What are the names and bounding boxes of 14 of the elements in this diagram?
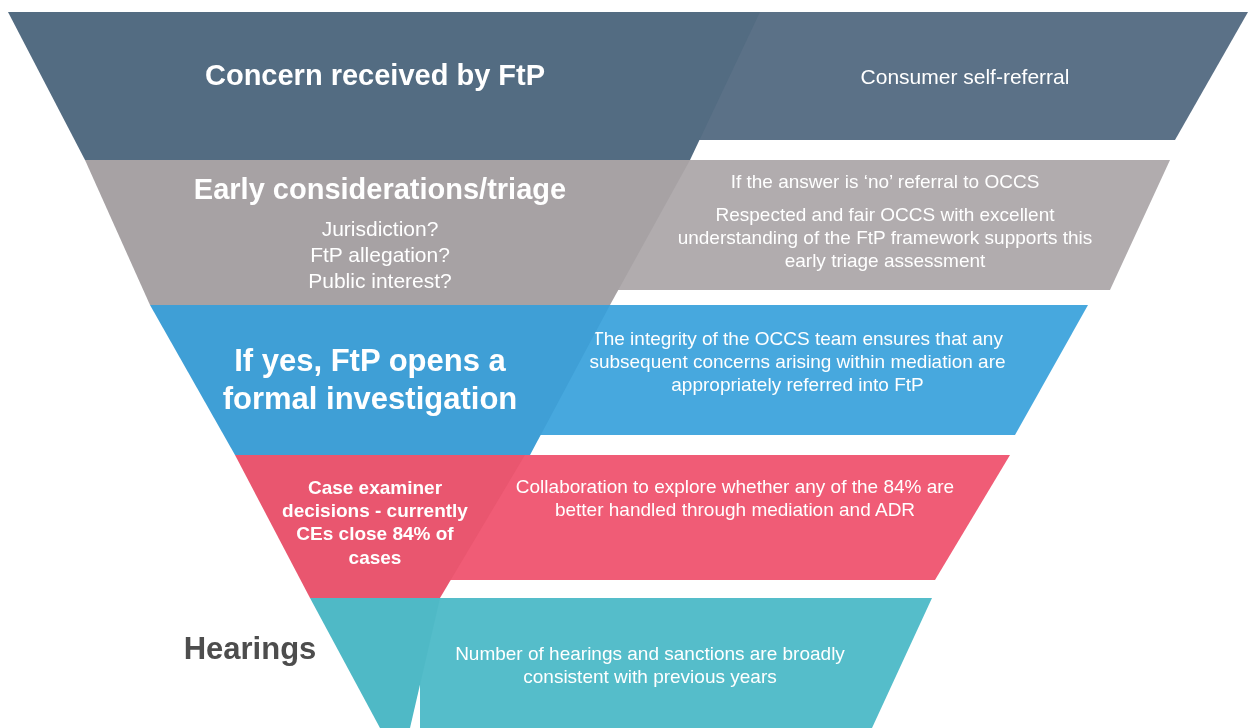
heading: Hearings xyxy=(182,630,318,668)
heading: Case examiner decisions - currently CEs close 84% of cases xyxy=(281,476,469,569)
body-text: The integrity of the OCCS team ensures that any subsequent concerns arising within mediation are appropriately referred into FtP xyxy=(588,327,1007,397)
heading: If yes, FtP opens a formal investigation xyxy=(221,342,519,418)
heading: Early considerations/triage xyxy=(192,172,568,207)
body-text: Consumer self-referral xyxy=(859,64,1071,90)
question-text: FtP allegation? xyxy=(309,242,451,268)
question-text: Public interest? xyxy=(307,268,453,294)
heading: Concern received by FtP xyxy=(203,58,547,93)
question-text: Jurisdiction? xyxy=(320,216,440,242)
body-text: Number of hearings and sanctions are broadly consistent with previous years xyxy=(454,642,846,689)
body-text: Respected and fair OCCS with excellent understanding of the FtP framework supports this early triage assessment xyxy=(676,203,1094,273)
body-text: If the answer is ‘no’ referral to OCCS xyxy=(729,170,1041,194)
body-text: Collaboration to explore whether any of the 84% are better handled through mediation and ADR xyxy=(515,475,955,522)
